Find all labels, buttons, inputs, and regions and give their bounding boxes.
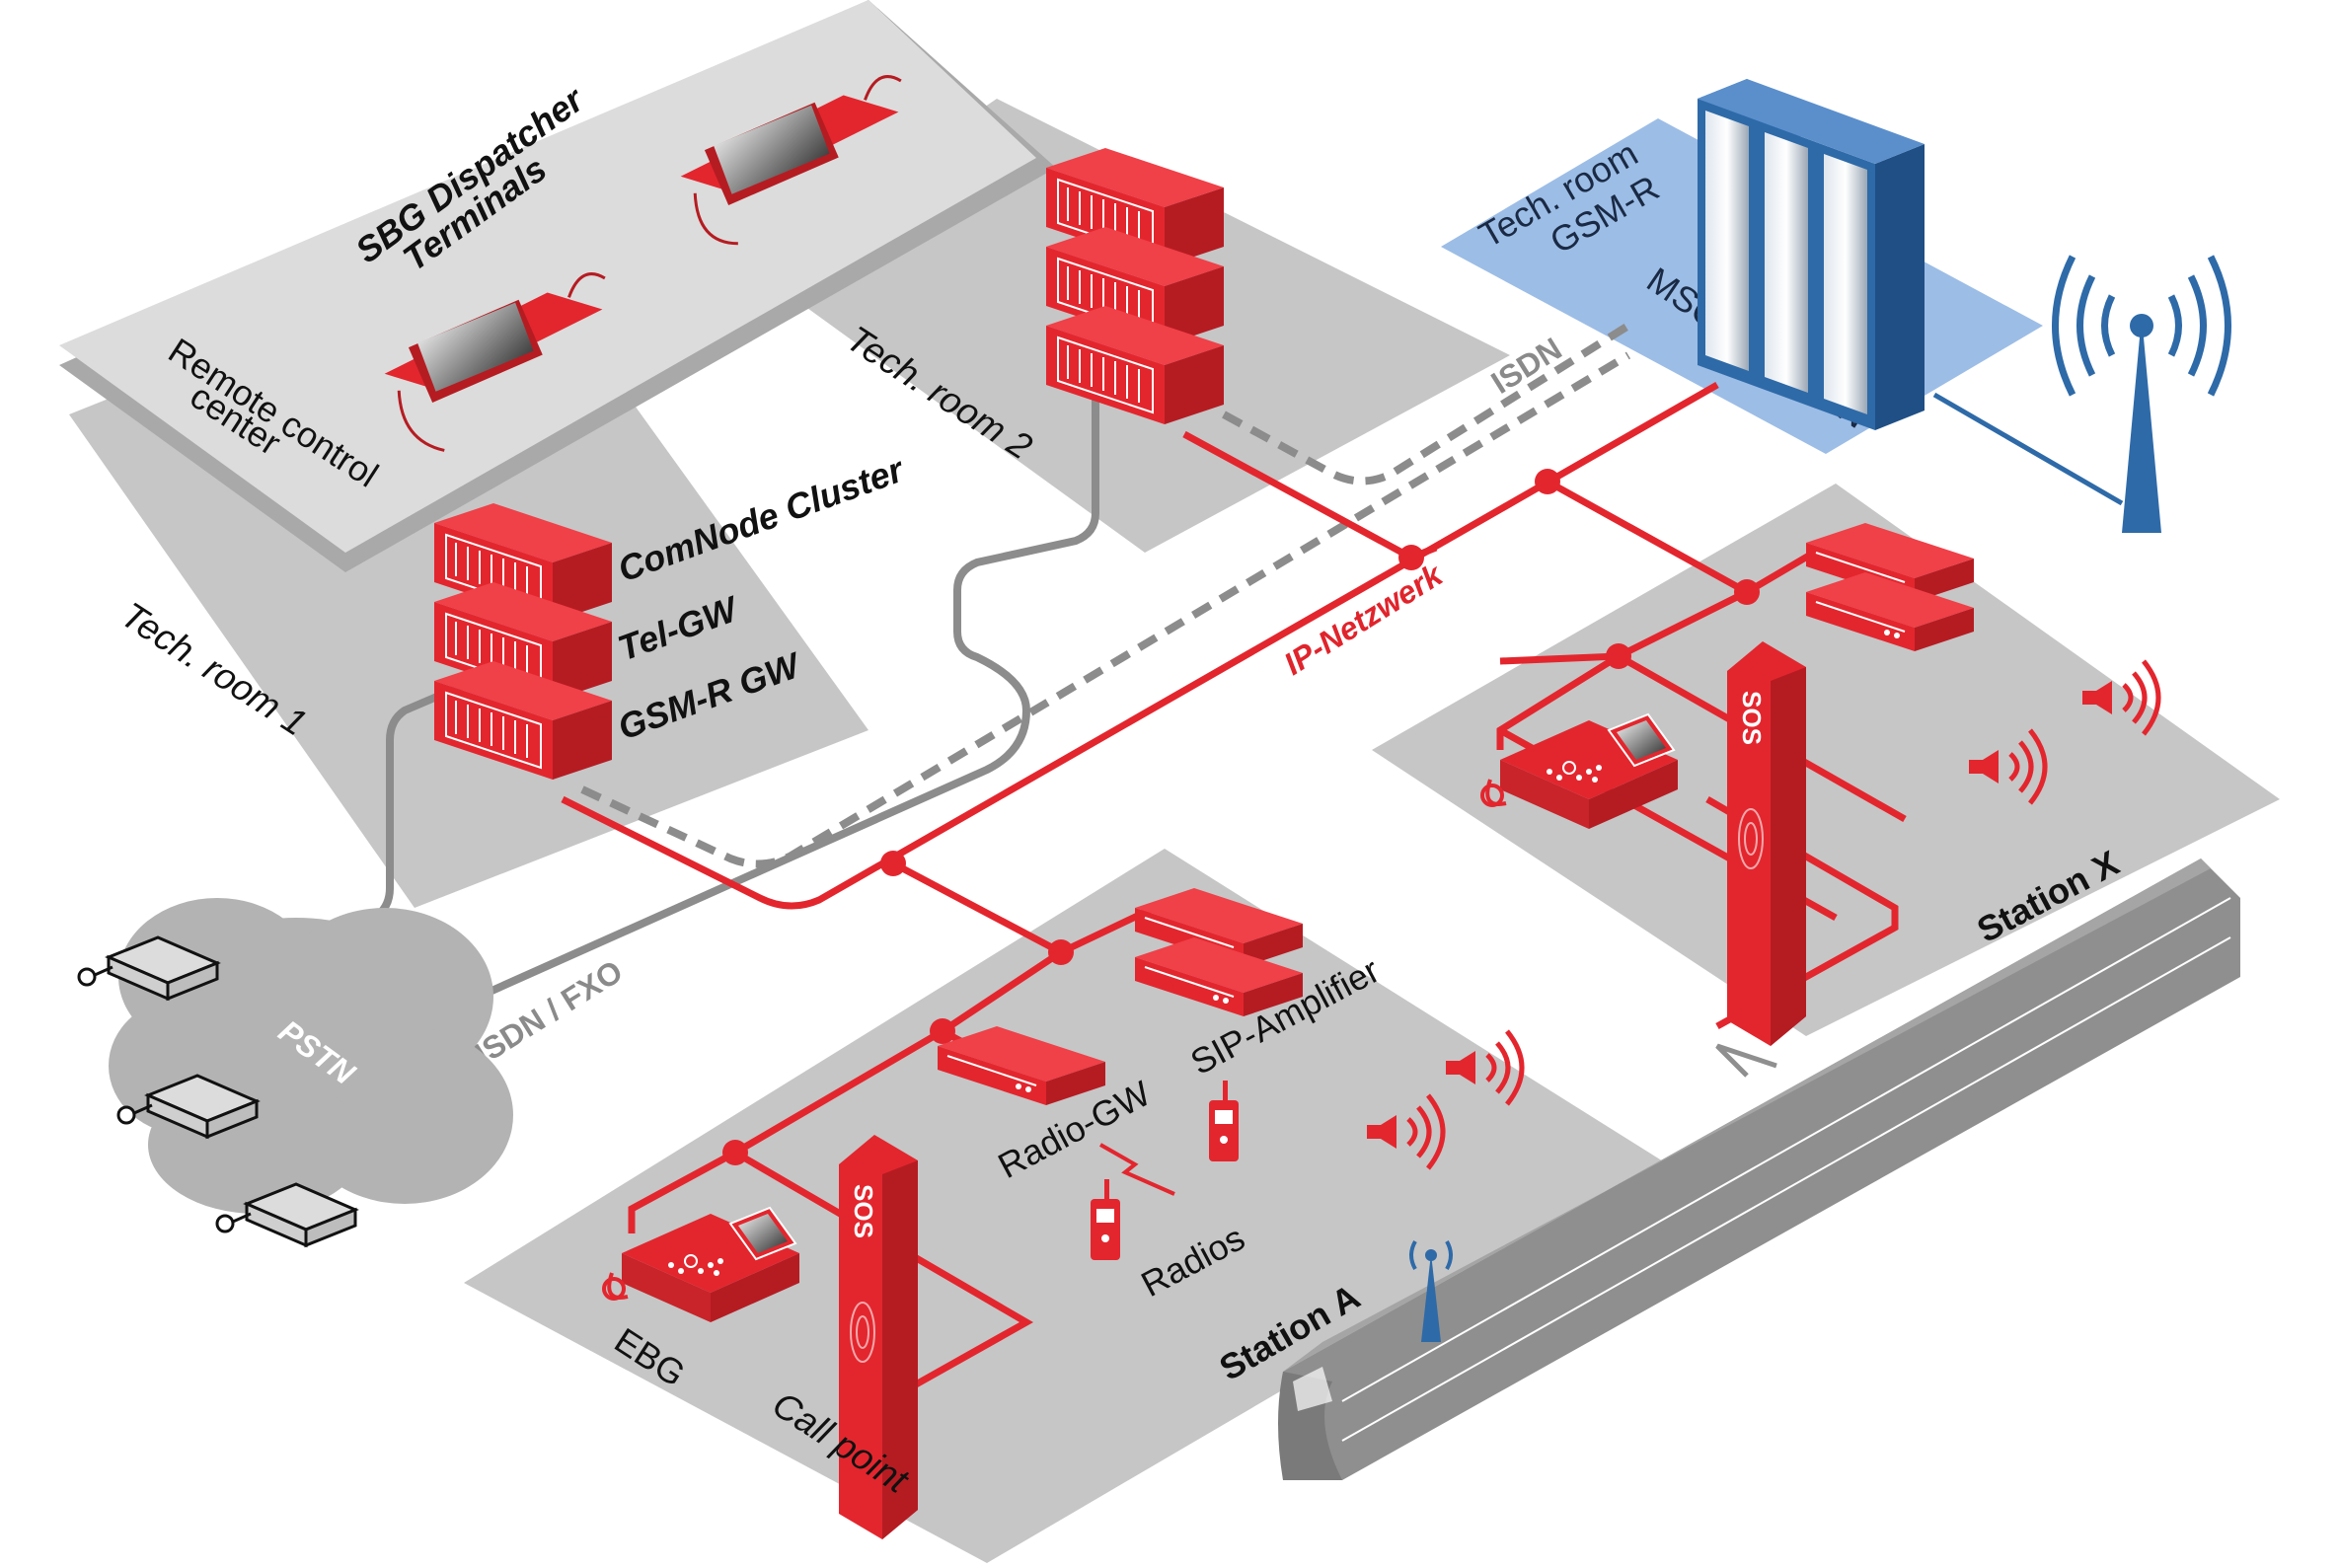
station-a-antenna-icon [1409, 1240, 1453, 1342]
tech-room-2-stack [1045, 147, 1225, 425]
radio-link-bolt [1099, 1143, 1175, 1196]
comnode-cluster-stack [433, 502, 613, 781]
isdn-fxo-label: ISDN / FXO [469, 953, 629, 1072]
gsmr-rack-cabinets [1698, 79, 1925, 430]
pstn-cable-2 [432, 352, 1118, 1020]
gsmr-antenna-link [1932, 392, 2124, 506]
isdn-label: ISDN [1485, 331, 1568, 401]
dispatcher-terminal-2 [384, 272, 606, 452]
station-x-sos-text: SOS [1737, 691, 1767, 745]
station-x-floor [1372, 484, 2280, 1036]
gsmr-antenna-icon [2052, 255, 2231, 533]
station-a-sos-text: SOS [849, 1184, 878, 1238]
train-icon [1278, 583, 2240, 1480]
ip-network-nodes [722, 469, 1760, 1165]
station-a-floor [464, 849, 1668, 1563]
dispatcher-terminal-1 [680, 75, 902, 246]
isdn-dashed-2 [580, 351, 1631, 868]
